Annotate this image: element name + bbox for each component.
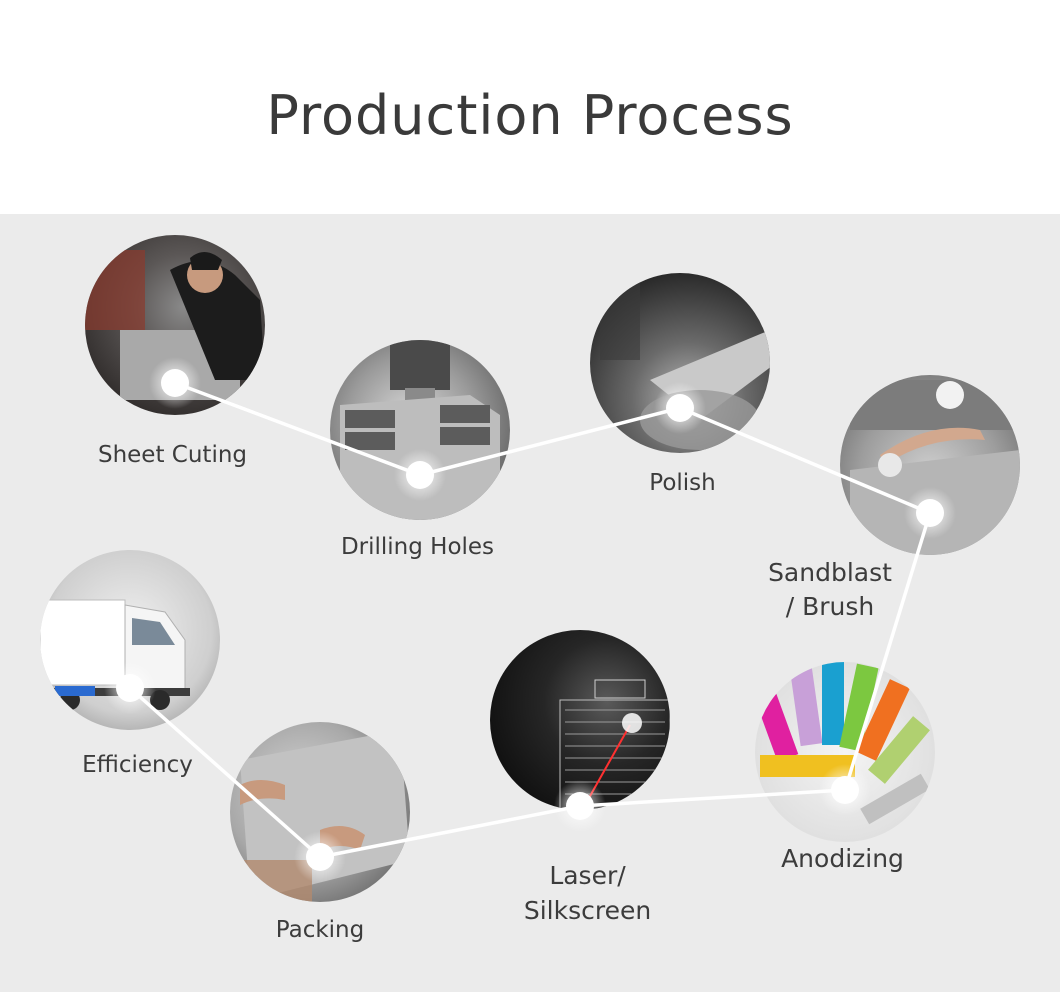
label-efficiency: Efficiency	[82, 752, 193, 778]
connector-1-2	[174, 381, 421, 477]
node-sheet-cuting	[149, 357, 201, 409]
node-sandblast-brush	[904, 487, 956, 539]
node-efficiency	[104, 662, 156, 714]
node-drilling-holes	[394, 449, 446, 501]
label-sandblast-brush: Sandblast / Brush	[768, 558, 892, 621]
connector-6-7	[319, 804, 581, 859]
packing-photo	[230, 722, 410, 902]
label-drilling-holes: Drilling Holes	[340, 534, 495, 560]
polish-photo	[590, 273, 770, 453]
node-markers	[104, 357, 956, 883]
node-packing	[294, 831, 346, 883]
node-laser-silkscreen	[554, 780, 606, 832]
efficiency-truck-photo	[40, 550, 220, 730]
connector-lines	[128, 381, 932, 859]
node-polish	[654, 382, 706, 434]
connector-5-6	[579, 788, 846, 808]
label-anodizing: Anodizing	[781, 844, 904, 873]
laser-silkscreen-photo	[490, 630, 670, 810]
connector-4-5	[843, 512, 932, 791]
connector-2-3	[419, 406, 681, 477]
page-title: Production Process	[266, 84, 794, 147]
label-polish: Polish	[649, 470, 716, 496]
sheet-cutting-photo	[85, 235, 265, 415]
connector-3-4	[679, 406, 931, 515]
label-sheet-cuting: Sheet Cuting	[97, 442, 248, 468]
header: Production Process	[0, 0, 1060, 214]
connector-7-8	[128, 686, 322, 859]
node-anodizing	[819, 764, 871, 816]
label-packing: Packing	[275, 917, 365, 943]
anodizing-photo	[755, 662, 935, 842]
label-laser-silkscreen: Laser/ Silkscreen	[523, 861, 652, 925]
